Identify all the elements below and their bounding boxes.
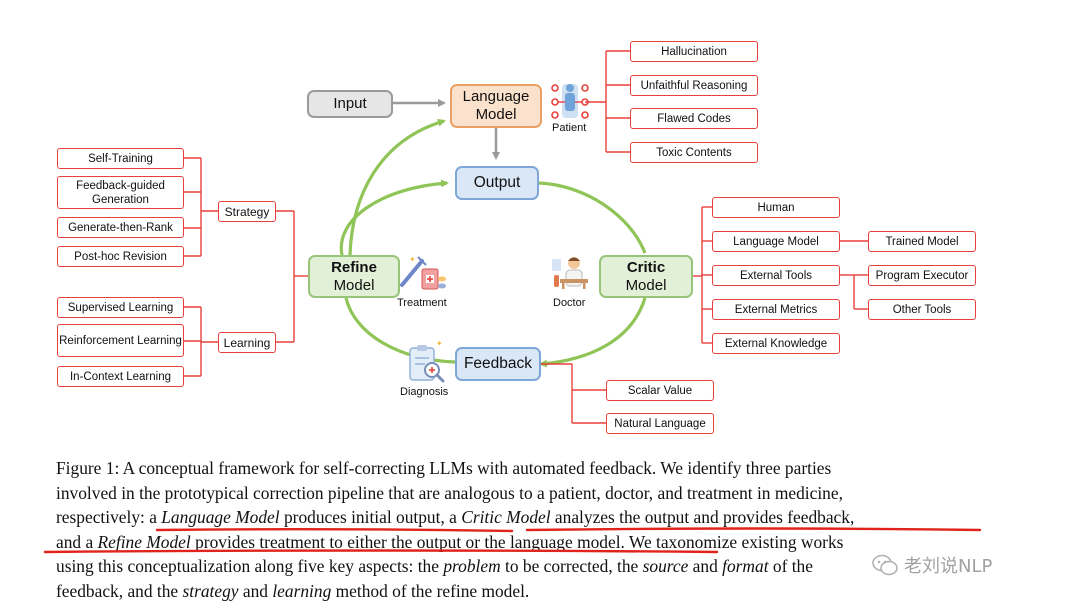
input-node: Input [307,90,393,118]
learning-in-context: In-Context Learning [57,366,184,387]
diagnosis-icon: ✦ [409,339,445,383]
strategy-generate-then-rank: Generate-then-Rank [57,217,184,238]
language-model-node: Language Model [450,84,542,128]
diagnosis-label: Diagnosis [400,386,449,398]
doctor-label: Doctor [553,297,586,309]
tool-type-other-tools: Other Tools [868,299,976,320]
caption-line-2: involved in the prototypical correction … [56,482,843,503]
refine-model-node: Refine Model [308,255,400,298]
feedback-to-refine-arrow [344,297,456,364]
svg-text:✦: ✦ [436,339,443,348]
feedback-tree-lines [541,363,606,424]
critic-tree-lines [693,206,868,344]
critic-source-external-knowledge: External Knowledge [712,333,840,354]
problem-toxic-contents: Toxic Contents [630,142,758,163]
critic-to-feedback-arrow [539,297,647,368]
treatment-label: Treatment [397,297,447,309]
learning-reinforcement: Reinforcement Learning [57,324,184,357]
watermark: 老刘说NLP [872,548,1062,582]
caption-line-6: feedback, and the strategy and learning … [56,580,530,601]
doctor-icon [552,257,588,289]
critic-source-language-model: Language Model [712,231,840,252]
critic-source-external-tools: External Tools [712,265,840,286]
refine-to-output-arrow [339,179,449,256]
strategy-node: Strategy [218,201,276,222]
watermark-text: 老刘说NLP [904,556,993,577]
feedback-node: Feedback [455,347,541,381]
critic-model-node: Critic Model [599,255,693,298]
output-node: Output [455,166,539,200]
problem-flawed-codes: Flawed Codes [630,108,758,129]
patient-icon [551,84,589,119]
refine-model-line2: Model [333,276,375,294]
critic-source-external-metrics: External Metrics [712,299,840,320]
refine-model-line1: Refine [331,258,377,276]
caption-line-1: Figure 1: A conceptual framework for sel… [56,458,832,478]
strategy-feedback-guided-generation: Feedback-guided Generation [57,176,184,209]
critic-model-line1: Critic [626,258,666,276]
refine-to-lm-arrow [348,118,446,256]
problem-unfaithful-reasoning: Unfaithful Reasoning [630,75,758,96]
output-to-critic-arrow [538,181,647,254]
critic-model-line2: Model [625,276,667,294]
learning-node: Learning [218,332,276,353]
caption-line-5: using this conceptualization along five … [56,556,813,576]
strategy-self-training: Self-Training [57,148,184,169]
patient-label: Patient [552,122,587,134]
figure-caption: Figure 1: A conceptual framework for sel… [56,456,981,603]
language-model-line1: Language [462,88,530,105]
caption-line-3: respectively: a Language Model produces … [56,507,855,527]
feedback-format-natural-language: Natural Language [606,413,714,434]
treatment-icon: ✦ [400,255,446,290]
problem-tree-lines [585,50,630,153]
feedback-format-scalar-value: Scalar Value [606,380,714,401]
tool-type-program-executor: Program Executor [868,265,976,286]
language-model-line2: Model [475,106,517,123]
problem-hallucination: Hallucination [630,41,758,62]
learning-supervised: Supervised Learning [57,297,184,318]
lm-type-trained-model: Trained Model [868,231,976,252]
caption-line-4: and a Refine Model provides treatment to… [56,531,844,552]
wechat-icon [872,554,898,576]
refine-tree-lines [184,157,308,377]
strategy-post-hoc-revision: Post-hoc Revision [57,246,184,267]
critic-source-human: Human [712,197,840,218]
svg-text:✦: ✦ [409,255,416,264]
